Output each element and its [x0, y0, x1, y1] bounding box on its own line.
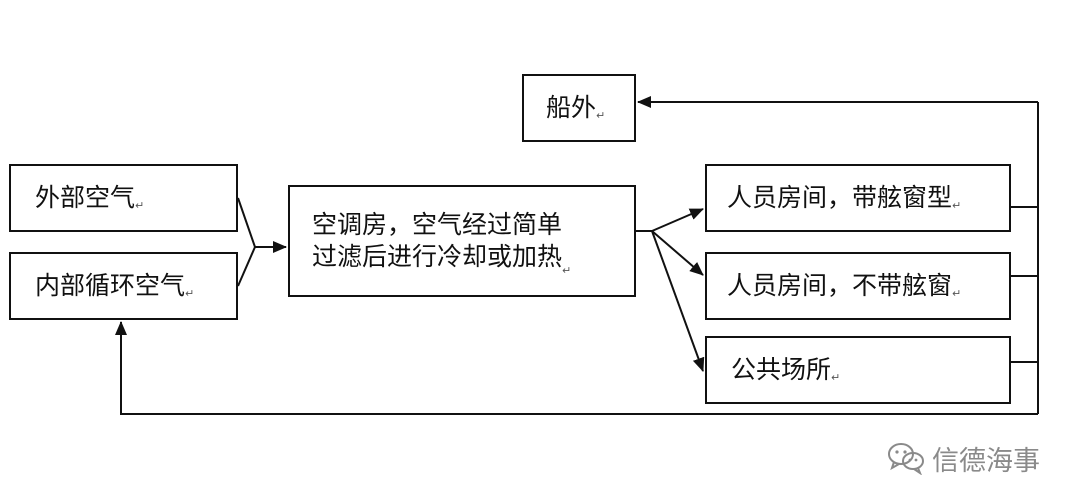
node-ac-room: 空调房，空气经过简单 过滤后进行冷却或加热 ↵ — [288, 185, 636, 297]
node-outside-air: 外部空气 ↵ — [9, 164, 238, 232]
paragraph-mark: ↵ — [562, 264, 572, 277]
paragraph-mark: ↵ — [952, 199, 962, 212]
paragraph-mark: ↵ — [831, 371, 841, 384]
node-label: 人员房间，不带舷窗 — [727, 271, 953, 300]
node-recirculated-air: 内部循环空气 ↵ — [9, 252, 238, 320]
watermark-text: 信德海事 — [932, 445, 1040, 477]
merge-line-recirculated — [237, 246, 256, 287]
wechat-icon — [888, 443, 924, 475]
arrow-to-recirculated-air — [115, 321, 1038, 415]
node-public-area: 公共场所 ↵ — [705, 336, 1011, 404]
node-label: 公共场所 — [731, 355, 832, 384]
paragraph-mark: ↵ — [952, 287, 962, 300]
paragraph-mark: ↵ — [596, 109, 606, 122]
arrow-to-room-no-porthole — [651, 230, 704, 276]
watermark: 信德海事 — [886, 436, 1040, 480]
paragraph-mark: ↵ — [135, 199, 145, 212]
node-label: 人员房间，带舷窗型 — [727, 183, 953, 212]
node-ship-outside: 船外 ↵ — [522, 74, 636, 142]
arrow-to-room-porthole — [651, 208, 704, 232]
node-room-without-porthole: 人员房间，不带舷窗 ↵ — [705, 252, 1011, 320]
node-label: 内部循环空气 — [35, 271, 186, 300]
node-label: 空调房，空气经过简单 过滤后进行冷却或加热 — [312, 210, 563, 271]
node-label: 船外 — [546, 93, 597, 122]
paragraph-mark: ↵ — [185, 287, 195, 300]
arrow-to-public-area — [651, 230, 705, 372]
node-room-with-porthole: 人员房间，带舷窗型 ↵ — [705, 164, 1011, 232]
merge-line-outside-air — [237, 197, 256, 248]
node-label: 外部空气 — [35, 183, 136, 212]
